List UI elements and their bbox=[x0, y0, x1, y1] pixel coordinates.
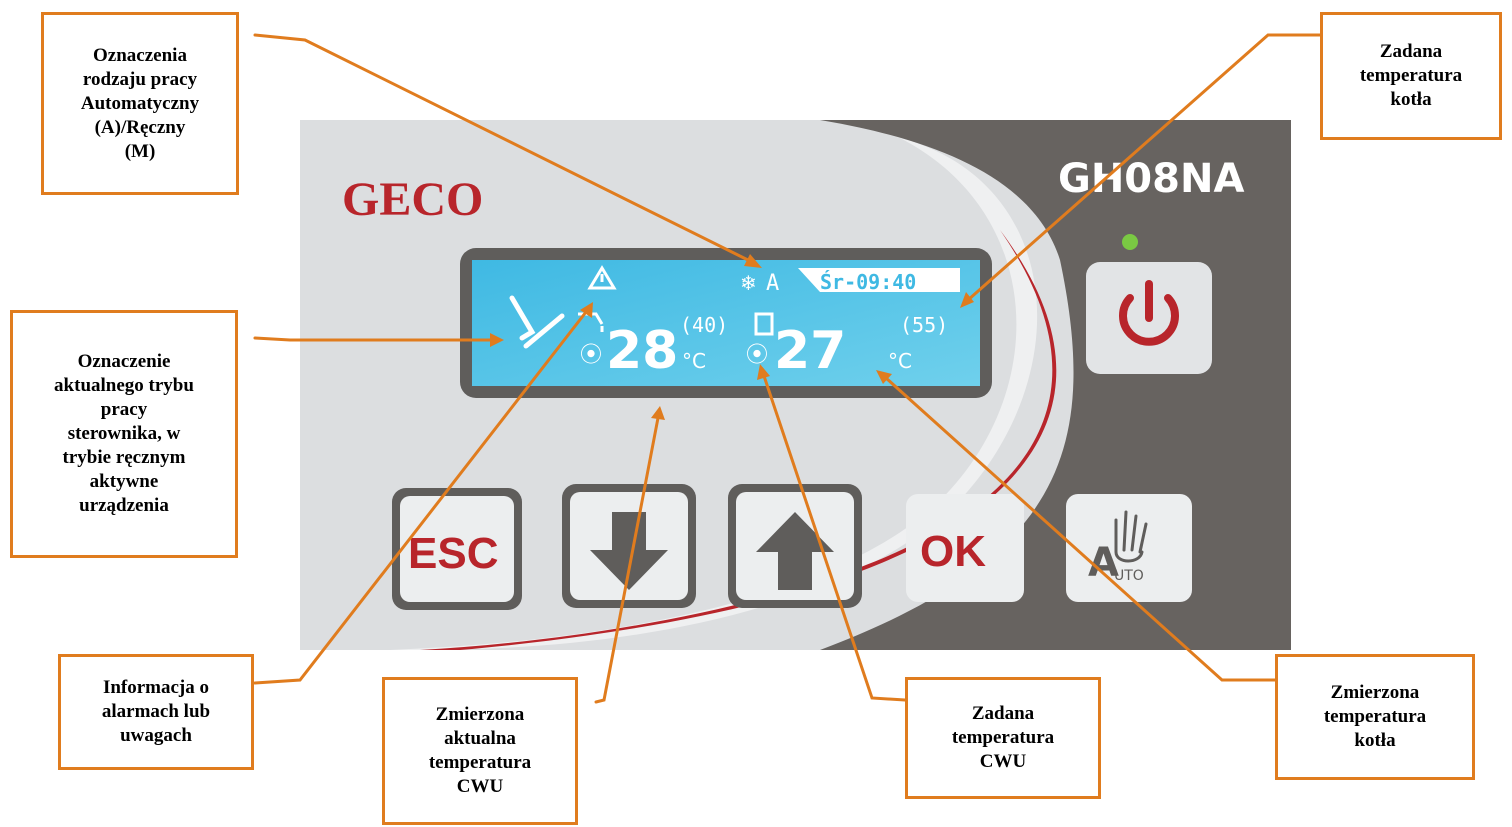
clock-background bbox=[798, 268, 960, 292]
ok-label: OK bbox=[920, 527, 986, 576]
cwu-set-value: (40) bbox=[680, 313, 728, 337]
alarm-icon bbox=[587, 265, 617, 290]
callout-measured-boiler: Zmierzona temperatura kotła bbox=[1275, 654, 1475, 780]
cwu-unit: °C bbox=[682, 349, 706, 373]
ok-button[interactable]: OK bbox=[906, 494, 1024, 602]
auto-small-letters: UTO bbox=[1114, 568, 1144, 584]
boiler-unit: °C bbox=[888, 349, 912, 373]
auto-button[interactable]: A UTO bbox=[1066, 494, 1192, 602]
callout-measured-cwu: Zmierzona aktualna temperatura CWU bbox=[382, 677, 578, 825]
controller-panel: GECO GH08NA ❄ A Śr-09:40 ⦿ 28 (40) °C ⦿ … bbox=[300, 120, 1291, 650]
up-button[interactable] bbox=[728, 484, 862, 608]
boiler-temp-value: 27 bbox=[774, 321, 846, 381]
esc-label: ESC bbox=[408, 529, 498, 578]
callout-set-boiler-top: Zadana temperatura kotła bbox=[1320, 12, 1502, 140]
boiler-set-value: (55) bbox=[900, 313, 948, 337]
callout-set-cwu: Zadana temperatura CWU bbox=[905, 677, 1101, 799]
mode-letter: A bbox=[766, 271, 779, 296]
model-label: GH08NA bbox=[1058, 156, 1244, 202]
pump-boiler-icon: ⦿ bbox=[746, 343, 768, 368]
power-icon bbox=[1119, 294, 1179, 346]
callout-mode-type: Oznaczenia rodzaju pracy Automatyczny (A… bbox=[41, 12, 239, 195]
pump-cwu-icon: ⦿ bbox=[580, 343, 602, 368]
callout-alarms: Informacja o alarmach lub uwagach bbox=[58, 654, 254, 770]
boiler-icon bbox=[754, 312, 774, 336]
power-led bbox=[1122, 234, 1138, 250]
esc-button[interactable]: ESC bbox=[392, 488, 522, 610]
callout-current-mode: Oznaczenie aktualnego trybu pracy sterow… bbox=[10, 310, 238, 558]
brand-logo: GECO bbox=[342, 173, 483, 226]
down-button[interactable] bbox=[562, 484, 696, 608]
clock-text: Śr-09:40 bbox=[820, 270, 916, 294]
power-button[interactable] bbox=[1086, 262, 1212, 374]
cwu-temp-value: 28 bbox=[606, 321, 678, 381]
snowflake-icon: ❄ bbox=[740, 271, 757, 295]
